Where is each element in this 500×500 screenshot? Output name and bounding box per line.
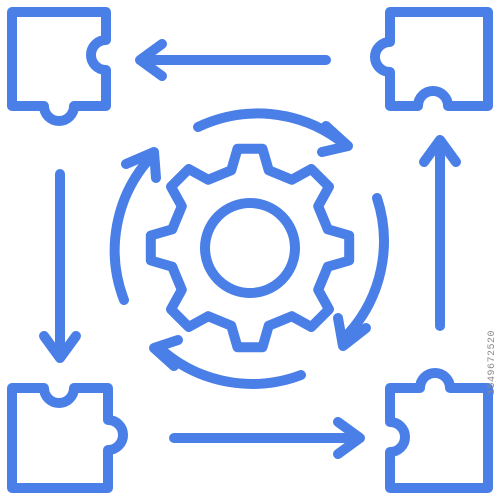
cycle-arrow-bottom — [149, 335, 306, 389]
puzzle-piece-top-left — [7, 7, 111, 126]
puzzle-piece-bottom-right — [385, 368, 493, 493]
arrow-right-up — [419, 135, 461, 331]
gear-icon — [145, 143, 355, 353]
cycle-arrow-top — [193, 108, 353, 157]
cycle-arrow-left — [109, 147, 161, 305]
arrow-left-down — [39, 169, 81, 363]
watermark-id: 1549672520 — [487, 330, 498, 396]
gear-hole — [200, 198, 300, 298]
arrow-bottom-right — [169, 417, 365, 459]
puzzle-piece-bottom-left — [7, 383, 128, 493]
arrow-top-left — [135, 39, 331, 81]
puzzle-piece-top-right — [370, 7, 493, 111]
cycle-arrow-right — [333, 193, 389, 351]
